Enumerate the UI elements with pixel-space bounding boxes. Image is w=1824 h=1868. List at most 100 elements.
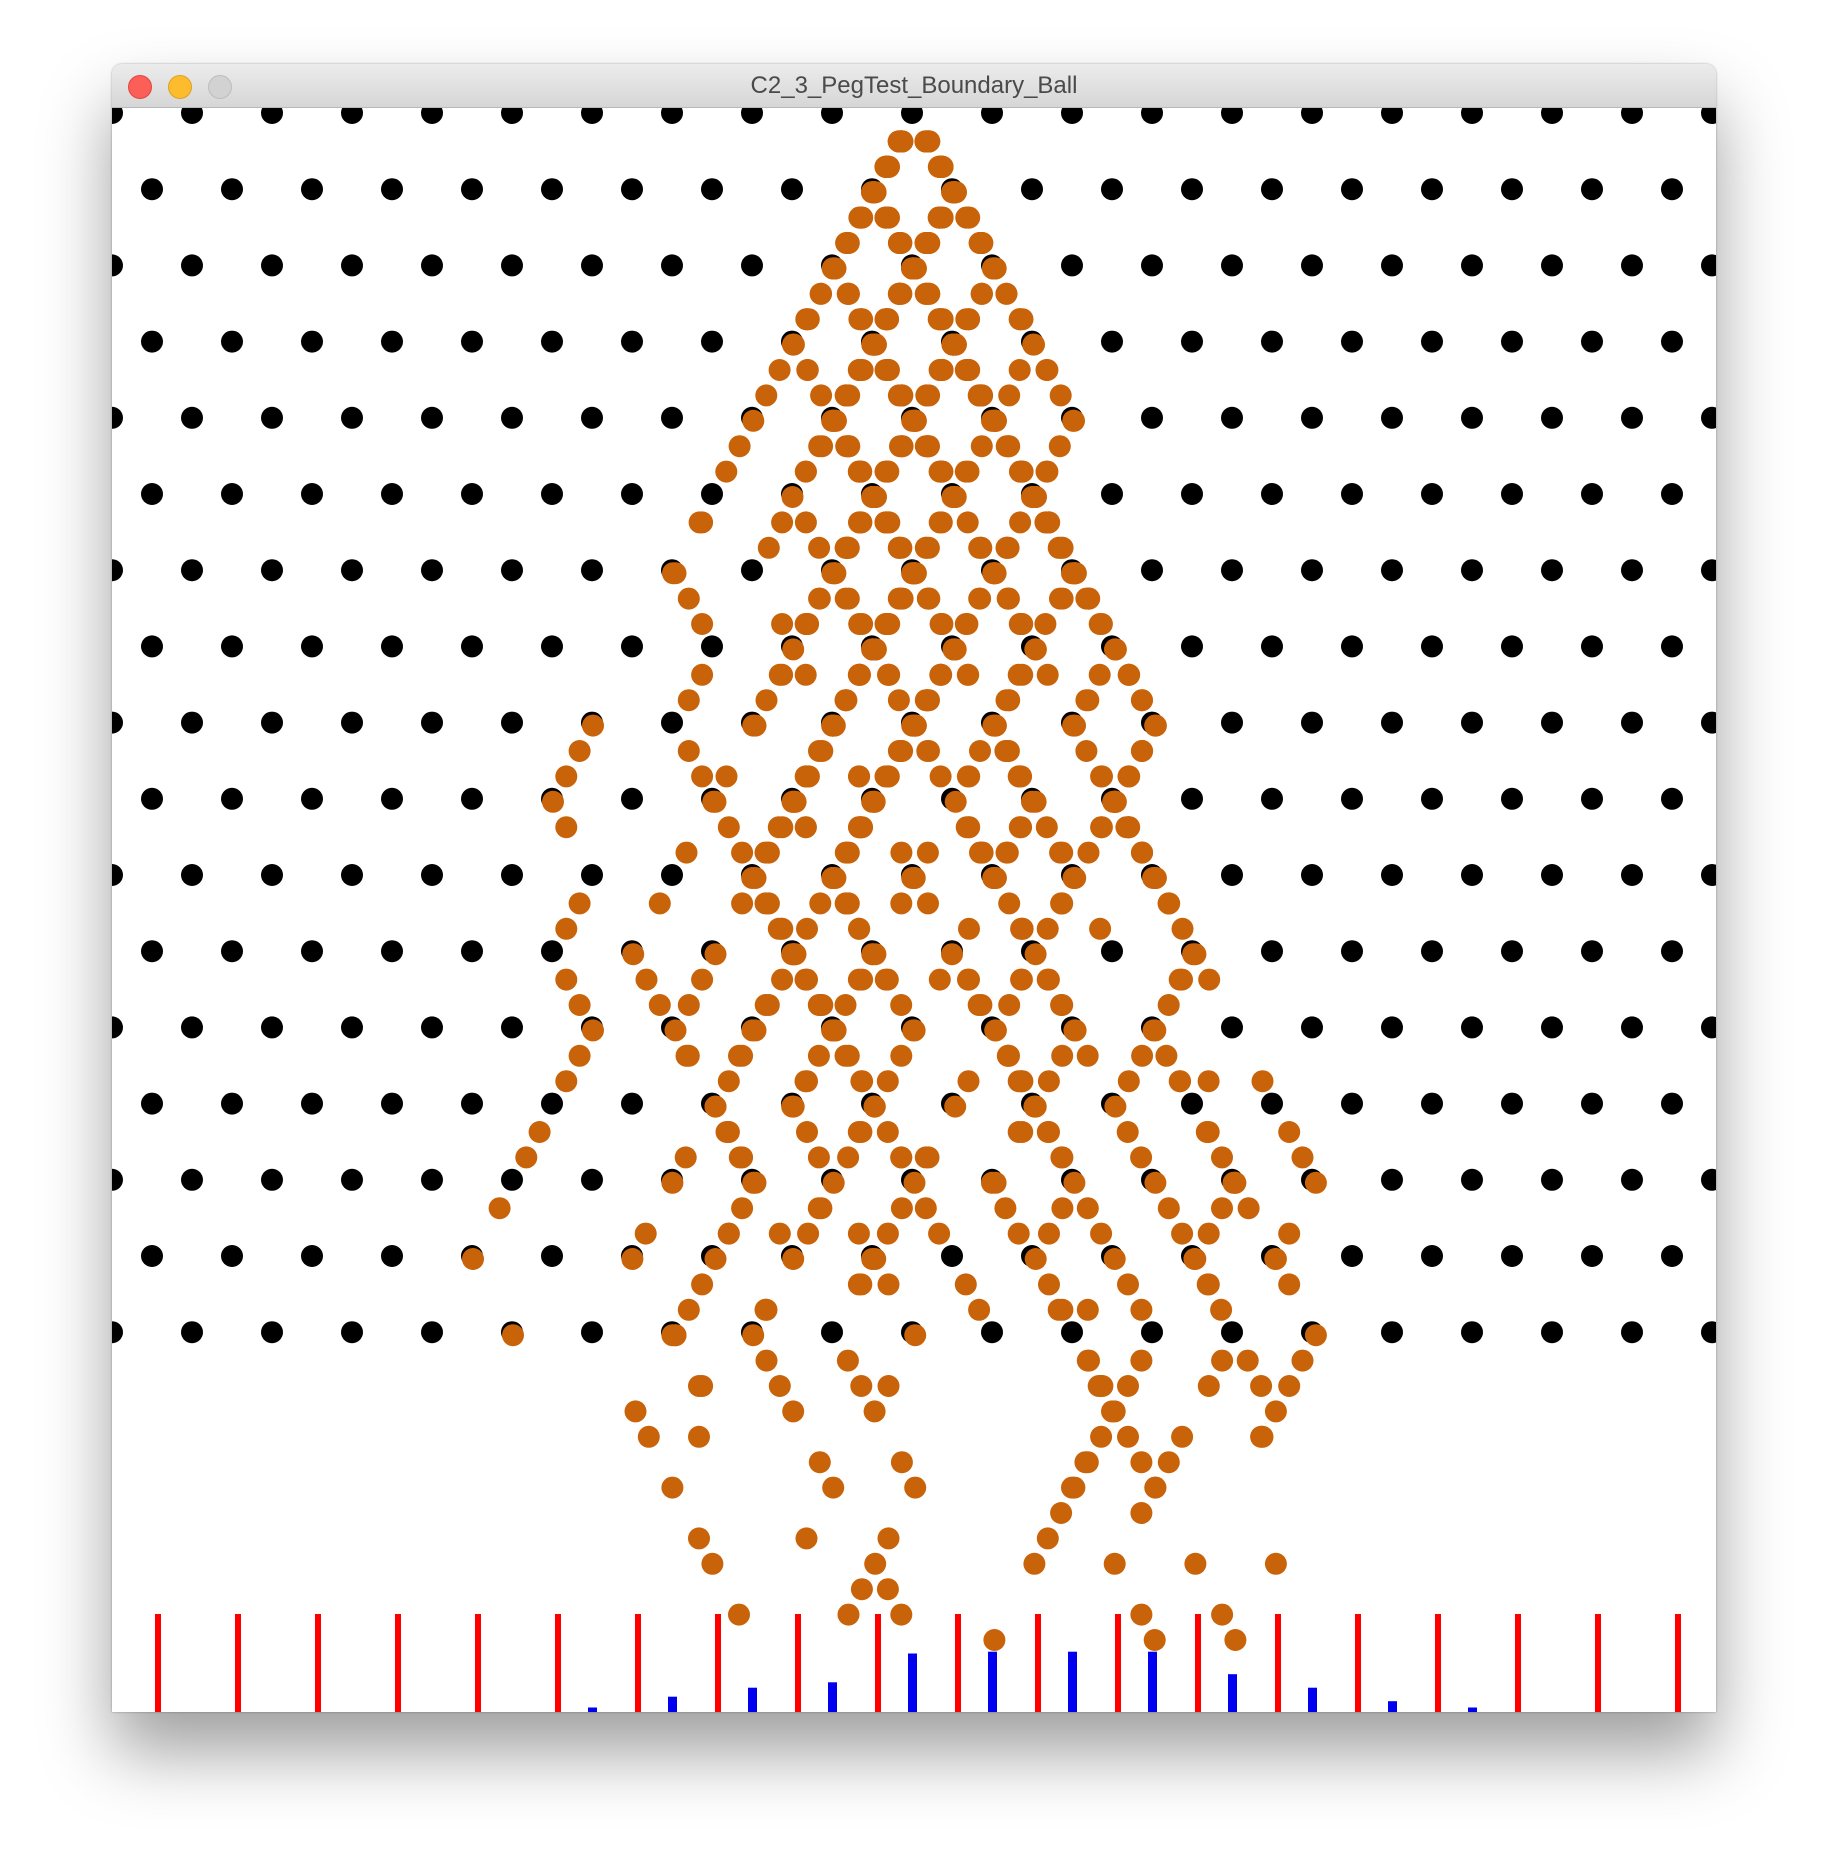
peg bbox=[1421, 330, 1443, 353]
peg bbox=[1701, 1016, 1716, 1039]
ball bbox=[1076, 1298, 1099, 1321]
ball bbox=[863, 638, 886, 661]
peg bbox=[1461, 254, 1483, 277]
ball bbox=[1076, 1349, 1099, 1372]
peg bbox=[461, 1092, 483, 1115]
ball bbox=[661, 1324, 684, 1347]
ball bbox=[728, 435, 751, 458]
ball bbox=[1130, 1451, 1153, 1474]
peg bbox=[1661, 787, 1683, 810]
minimize-window-button[interactable] bbox=[168, 75, 192, 99]
peg bbox=[301, 330, 323, 353]
close-window-button[interactable] bbox=[128, 75, 152, 99]
ball bbox=[677, 689, 700, 712]
ball bbox=[717, 816, 740, 839]
peg bbox=[1461, 406, 1483, 429]
bin-divider bbox=[1595, 1614, 1601, 1712]
ball bbox=[823, 257, 846, 280]
ball bbox=[876, 1578, 899, 1601]
ball bbox=[821, 1019, 844, 1042]
ball bbox=[767, 816, 790, 839]
ball bbox=[1103, 1248, 1126, 1270]
ball bbox=[848, 359, 871, 381]
ball bbox=[968, 1298, 991, 1321]
bin-divider bbox=[635, 1614, 641, 1712]
ball bbox=[956, 765, 979, 788]
peg bbox=[461, 787, 483, 810]
ball bbox=[742, 1324, 765, 1347]
ball bbox=[930, 460, 953, 483]
peg bbox=[261, 406, 283, 429]
peg bbox=[181, 1168, 203, 1191]
ball bbox=[811, 740, 834, 762]
ball bbox=[1011, 308, 1034, 331]
peg bbox=[1381, 1168, 1403, 1191]
title-bar[interactable]: C2_3_PegTest_Boundary_Ball bbox=[112, 64, 1716, 108]
peg bbox=[1141, 108, 1163, 124]
ball bbox=[767, 917, 790, 940]
ball bbox=[771, 613, 794, 635]
ball bbox=[1090, 613, 1113, 635]
ball bbox=[768, 1222, 791, 1245]
histogram-bar bbox=[828, 1682, 837, 1712]
ball bbox=[1038, 1222, 1060, 1245]
peg bbox=[1341, 483, 1363, 505]
peg bbox=[381, 178, 403, 201]
ball bbox=[701, 1552, 724, 1575]
ball bbox=[728, 1146, 751, 1169]
ball bbox=[834, 587, 857, 610]
ball bbox=[1010, 765, 1033, 788]
peg-board[interactable] bbox=[112, 108, 1716, 1712]
ball bbox=[944, 333, 967, 356]
ball bbox=[621, 1248, 644, 1270]
peg bbox=[1261, 330, 1283, 353]
ball bbox=[997, 435, 1020, 458]
peg bbox=[112, 406, 123, 429]
ball bbox=[781, 486, 804, 508]
peg bbox=[1661, 635, 1683, 658]
ball bbox=[957, 359, 980, 381]
peg bbox=[1381, 864, 1403, 886]
peg bbox=[1141, 254, 1163, 277]
ball bbox=[1278, 1273, 1301, 1296]
peg bbox=[461, 940, 483, 963]
ball bbox=[958, 206, 981, 229]
ball bbox=[462, 1248, 484, 1270]
ball bbox=[1076, 1451, 1099, 1474]
ball bbox=[781, 943, 804, 966]
ball bbox=[1037, 511, 1060, 534]
ball bbox=[675, 841, 698, 864]
histogram-bar bbox=[988, 1651, 997, 1712]
ball bbox=[904, 1476, 927, 1499]
peg bbox=[821, 1321, 843, 1344]
ball bbox=[796, 1121, 818, 1143]
peg bbox=[381, 1092, 403, 1115]
peg bbox=[621, 635, 643, 658]
maximize-window-button[interactable] bbox=[208, 75, 232, 99]
ball bbox=[944, 1095, 967, 1118]
ball bbox=[674, 1146, 697, 1169]
peg bbox=[1621, 1168, 1643, 1191]
peg bbox=[1541, 1168, 1563, 1191]
ball bbox=[877, 663, 899, 686]
bin-divider bbox=[315, 1614, 321, 1712]
peg bbox=[381, 330, 403, 353]
ball bbox=[944, 790, 967, 813]
peg bbox=[1301, 559, 1323, 582]
simulation-canvas[interactable] bbox=[112, 108, 1716, 1712]
peg bbox=[1101, 178, 1123, 201]
peg bbox=[1621, 1016, 1643, 1039]
ball bbox=[850, 1578, 873, 1601]
ball bbox=[837, 435, 860, 458]
bin-divider bbox=[1355, 1614, 1361, 1712]
peg bbox=[221, 1092, 243, 1115]
ball bbox=[1278, 1375, 1301, 1397]
peg bbox=[1341, 787, 1363, 810]
peg bbox=[1341, 635, 1363, 658]
peg bbox=[1221, 254, 1243, 277]
peg bbox=[421, 559, 443, 582]
ball bbox=[874, 308, 897, 331]
ball bbox=[781, 1095, 804, 1118]
ball bbox=[1131, 841, 1154, 864]
peg bbox=[541, 1245, 563, 1267]
